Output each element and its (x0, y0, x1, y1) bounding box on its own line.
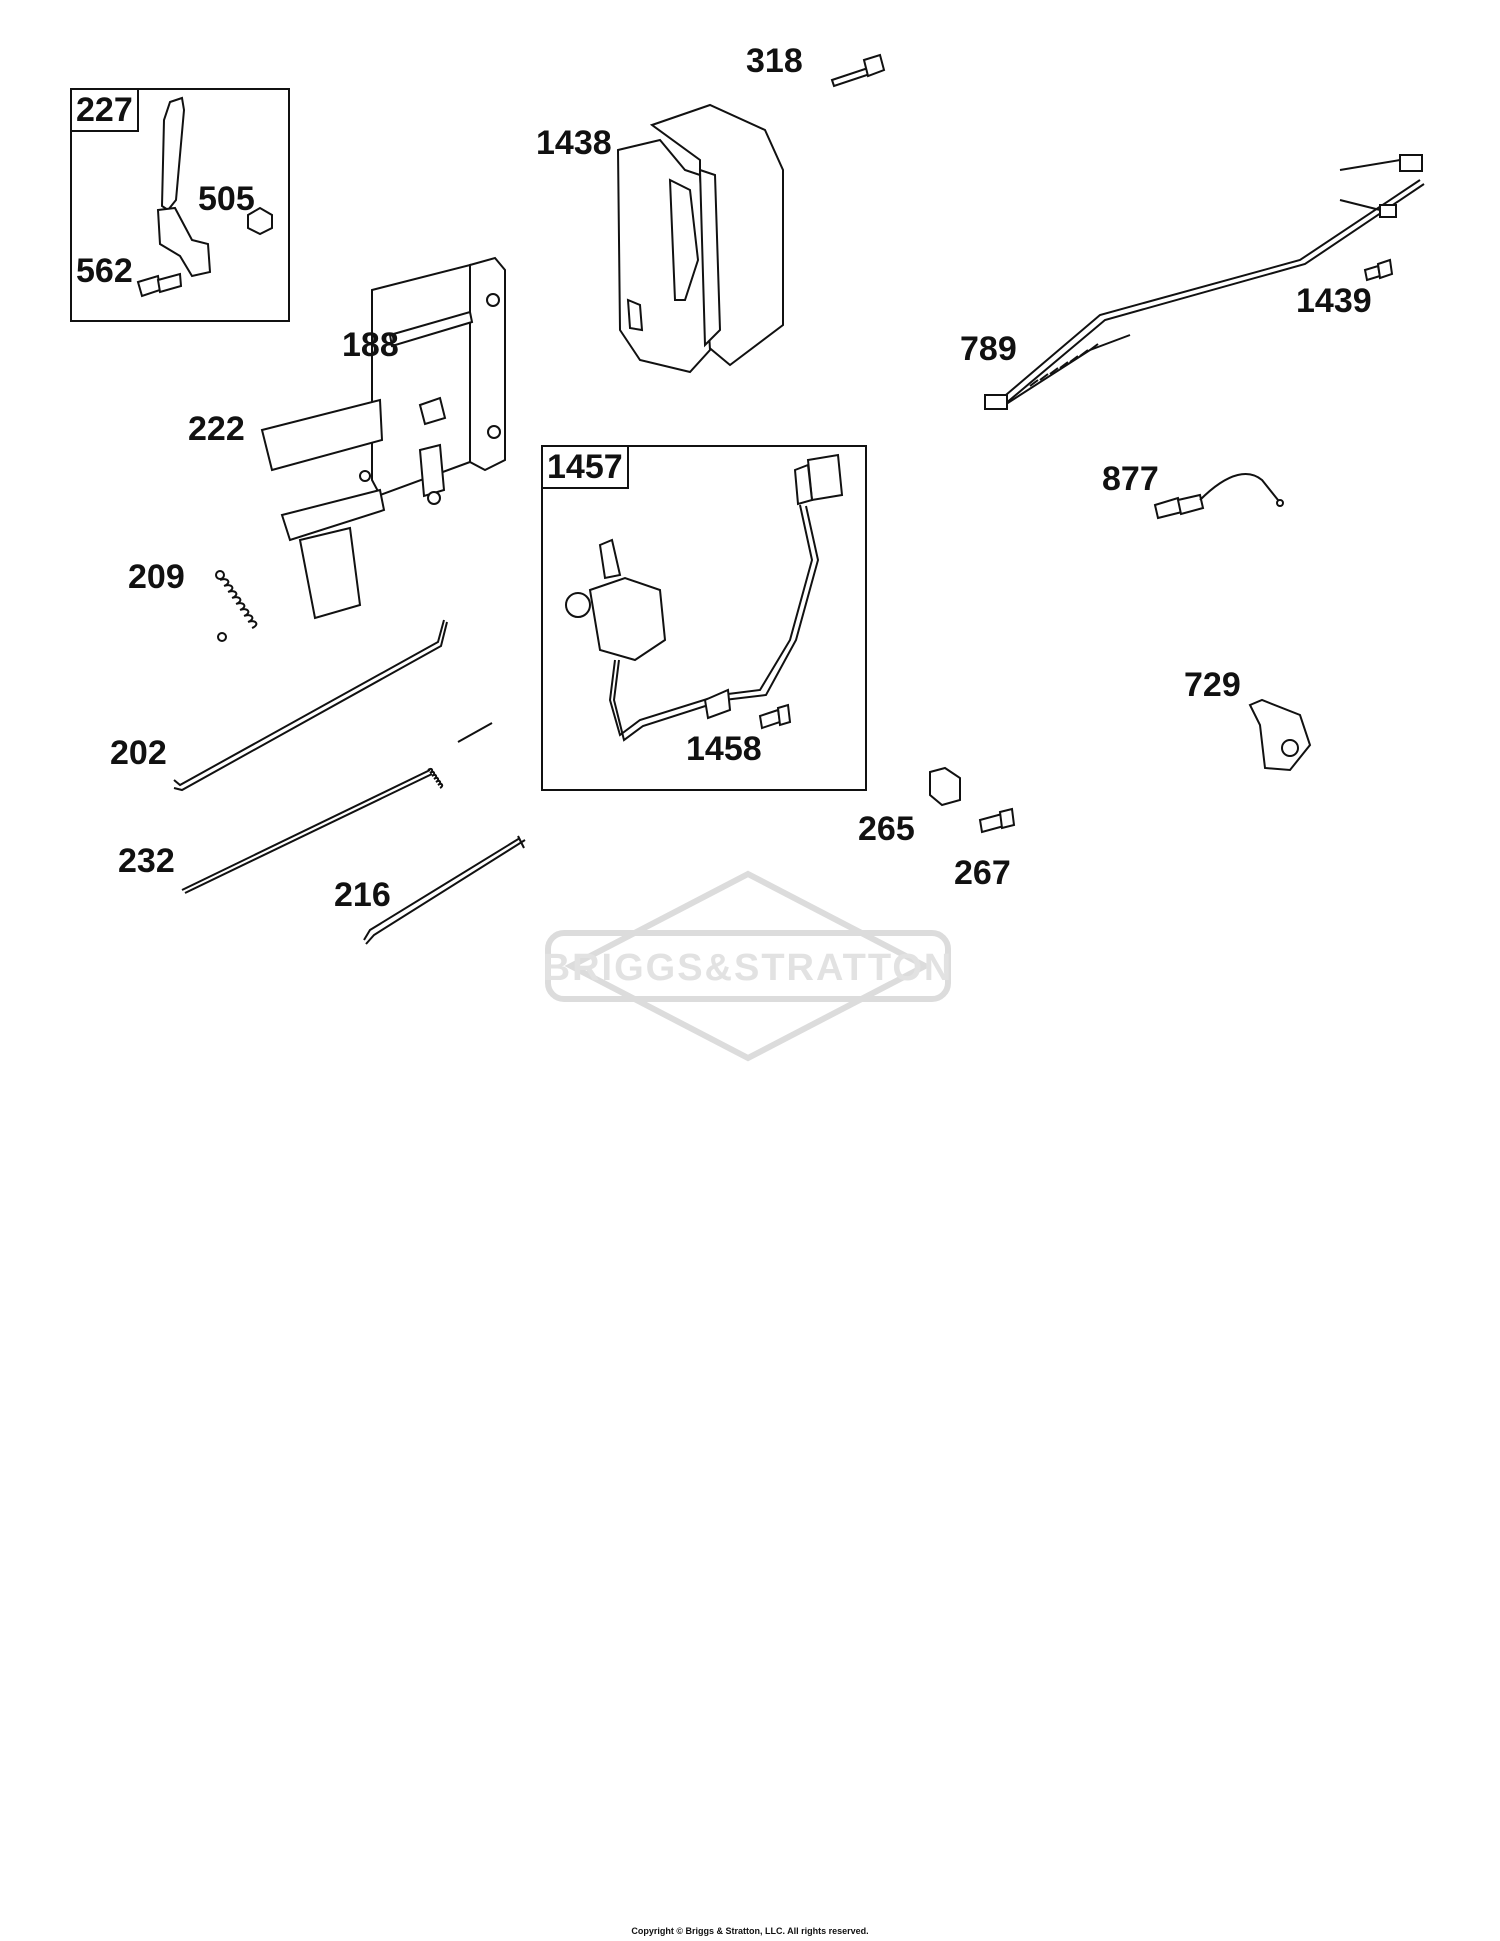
bracket-729-part (1248, 698, 1312, 772)
bolt-318-part (830, 53, 886, 88)
screw-1439-part (1363, 258, 1394, 282)
callout-267: 267 (954, 854, 1011, 892)
kit-label-227: 227 (72, 90, 139, 132)
callout-1438: 1438 (536, 124, 612, 162)
callout-222: 222 (188, 410, 245, 448)
bracket-222-part (260, 256, 506, 620)
callout-216: 216 (334, 876, 391, 914)
wire-877-part (1153, 473, 1284, 520)
briggs-stratton-watermark: BRIGGS&STRATTON (543, 870, 954, 1062)
solenoid-harness-part (565, 453, 844, 742)
callout-877: 877 (1102, 460, 1159, 498)
spring-link-232-part (181, 722, 493, 894)
rod-202-part (173, 619, 448, 792)
callout-318: 318 (746, 42, 803, 80)
callout-505: 505 (198, 180, 255, 218)
kit-box-227 (70, 88, 290, 322)
screw-267-part (978, 807, 1016, 834)
svg-text:BRIGGS&STRATTON: BRIGGS&STRATTON (543, 947, 954, 989)
spring-209-part (215, 570, 258, 642)
lever-assembly-part (136, 96, 273, 298)
wire-harness-789-part (984, 154, 1425, 410)
callout-202: 202 (110, 734, 167, 772)
clip-265-part (929, 766, 961, 807)
rod-216-part (363, 835, 526, 945)
callout-562: 562 (76, 252, 133, 290)
callout-188: 188 (342, 326, 399, 364)
cover-1438-part (616, 103, 784, 374)
callout-1439: 1439 (1296, 282, 1372, 320)
callout-232: 232 (118, 842, 175, 880)
kit-box-1457 (541, 445, 867, 791)
callout-789: 789 (960, 330, 1017, 368)
callout-1458: 1458 (686, 730, 762, 768)
callout-209: 209 (128, 558, 185, 596)
callout-729: 729 (1184, 666, 1241, 704)
copyright-notice: Copyright © Briggs & Stratton, LLC. All … (631, 1926, 869, 1936)
callout-265: 265 (858, 810, 915, 848)
kit-label-1457: 1457 (543, 447, 629, 489)
